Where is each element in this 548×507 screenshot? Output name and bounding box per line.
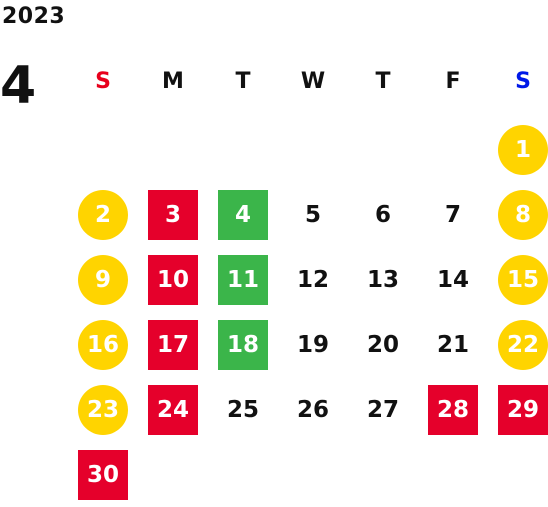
weekday-label: S: [515, 68, 531, 94]
empty-cell: [208, 117, 278, 182]
day-cell[interactable]: 11: [208, 247, 278, 312]
day-number: 3: [148, 189, 198, 240]
day-number: 21: [436, 331, 469, 358]
day-number: 2: [78, 189, 128, 240]
day-number: 26: [296, 396, 329, 423]
day-cell[interactable]: 5: [278, 182, 348, 247]
day-cell[interactable]: 8: [488, 182, 548, 247]
day-number: 6: [374, 201, 391, 228]
empty-cell: [418, 117, 488, 182]
weekday-label: F: [445, 68, 461, 94]
day-cell[interactable]: 15: [488, 247, 548, 312]
day-number: 7: [444, 201, 461, 228]
day-number: 10: [148, 254, 198, 305]
day-number: 4: [218, 189, 268, 240]
day-number: 11: [218, 254, 268, 305]
day-number: 14: [436, 266, 469, 293]
weekday-label: T: [235, 68, 251, 94]
day-cell[interactable]: 2: [68, 182, 138, 247]
day-cell[interactable]: 25: [208, 377, 278, 442]
day-cell[interactable]: 18: [208, 312, 278, 377]
weekday-label: W: [300, 68, 326, 94]
day-cell[interactable]: 29: [488, 377, 548, 442]
day-cell[interactable]: 19: [278, 312, 348, 377]
day-cell[interactable]: 12: [278, 247, 348, 312]
day-number: 30: [78, 449, 128, 500]
day-cell[interactable]: 20: [348, 312, 418, 377]
day-cell[interactable]: 21: [418, 312, 488, 377]
day-number: 8: [498, 189, 548, 240]
day-cell[interactable]: 9: [68, 247, 138, 312]
weekday-label: M: [162, 68, 184, 94]
empty-cell: [348, 117, 418, 182]
day-cell[interactable]: 3: [138, 182, 208, 247]
day-number: 12: [296, 266, 329, 293]
weekday-label: S: [95, 68, 111, 94]
day-cell[interactable]: 4: [208, 182, 278, 247]
day-cell[interactable]: 1: [488, 117, 548, 182]
day-number: 27: [366, 396, 399, 423]
day-number: 16: [78, 319, 128, 370]
day-cell[interactable]: 16: [68, 312, 138, 377]
calendar-month: 4: [0, 56, 37, 116]
day-number: 25: [226, 396, 259, 423]
day-number: 19: [296, 331, 329, 358]
day-number: 20: [366, 331, 399, 358]
day-number: 13: [366, 266, 399, 293]
day-cell[interactable]: 10: [138, 247, 208, 312]
day-cell[interactable]: 22: [488, 312, 548, 377]
day-cell[interactable]: 23: [68, 377, 138, 442]
empty-cell: [278, 117, 348, 182]
day-number: 5: [304, 201, 321, 228]
day-cell[interactable]: 17: [138, 312, 208, 377]
day-number: 22: [498, 319, 548, 370]
day-number: 9: [78, 254, 128, 305]
day-cell[interactable]: 6: [348, 182, 418, 247]
day-cell[interactable]: 24: [138, 377, 208, 442]
day-number: 24: [148, 384, 198, 435]
day-cell[interactable]: 14: [418, 247, 488, 312]
day-number: 17: [148, 319, 198, 370]
day-number: 18: [218, 319, 268, 370]
day-number: 28: [428, 384, 478, 435]
calendar-year: 2023: [2, 4, 66, 29]
day-number: 29: [498, 384, 548, 435]
day-cell[interactable]: 26: [278, 377, 348, 442]
day-cell[interactable]: 30: [68, 442, 138, 507]
empty-cell: [138, 117, 208, 182]
day-cell[interactable]: 28: [418, 377, 488, 442]
day-number: 23: [78, 384, 128, 435]
day-cell[interactable]: 27: [348, 377, 418, 442]
day-cell[interactable]: 13: [348, 247, 418, 312]
day-cell[interactable]: 7: [418, 182, 488, 247]
weekday-label: T: [375, 68, 391, 94]
day-number: 15: [498, 254, 548, 305]
day-number: 1: [498, 124, 548, 175]
empty-cell: [68, 117, 138, 182]
